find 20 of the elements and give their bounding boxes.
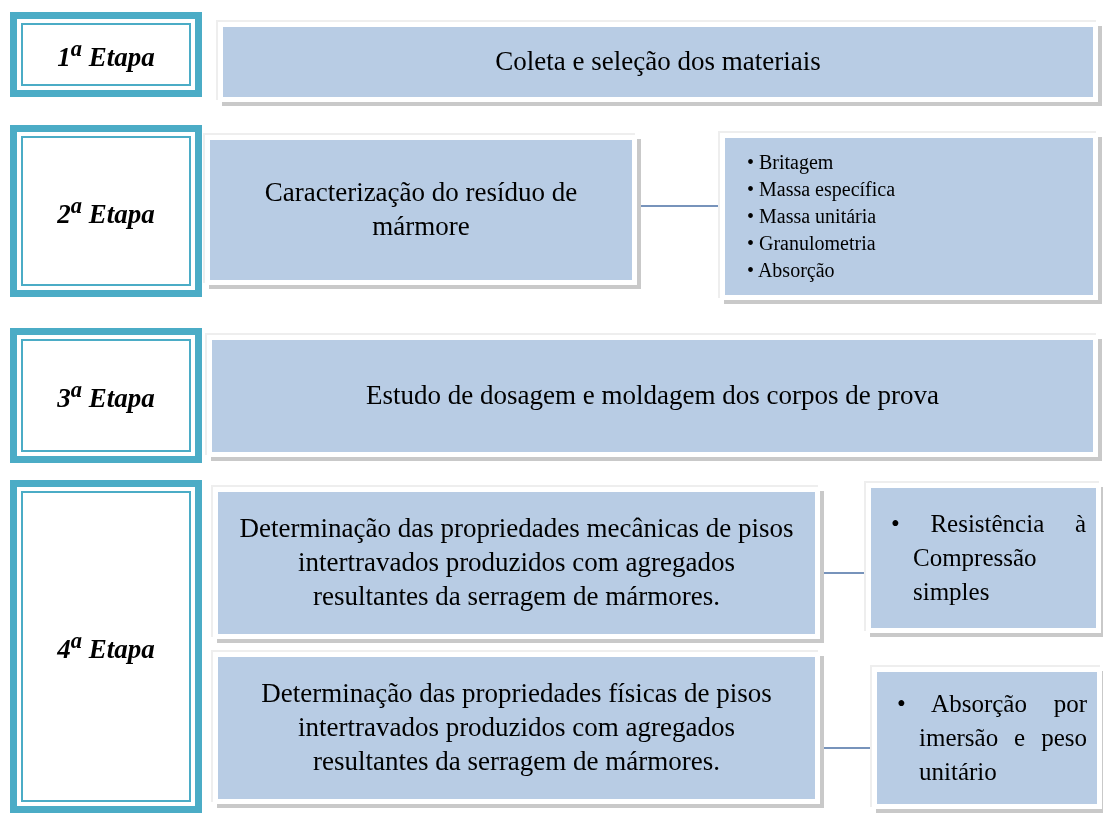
- list-item: • Absorção por imersão e peso unitário: [897, 689, 1087, 787]
- stage-label: 4$^{a}$ Etapa: [57, 628, 155, 665]
- list-item: • Granulometria: [747, 231, 877, 256]
- stage-label: 2$^{a}$ Etapa: [57, 192, 155, 230]
- step-text: Estudo de dosagem e moldagem dos corpos de prova: [366, 379, 939, 413]
- list-item: • Resistência à Compressão simples: [891, 509, 1086, 607]
- stage-label: 3$^{a}$ Etapa: [57, 377, 155, 414]
- step-text: Coleta e seleção dos materiais: [495, 45, 821, 79]
- list-item: • Massa unitária: [747, 204, 878, 229]
- step-text: Determinação das propriedades físicas de pisos intertravados produzidos com agregados resultantes da serragem de mármores.: [260, 677, 773, 778]
- stage-box: [10, 480, 202, 813]
- stage-box: [10, 12, 202, 97]
- list-item: • Absorção: [747, 258, 836, 284]
- stage-box: [10, 328, 202, 463]
- step-text: Caracterização do resíduo de mármore: [263, 176, 579, 243]
- step-text: Determinação das propriedades mecânicas de pisos intertravados produzidos com agregados resultantes da serragem de mármores.: [238, 512, 795, 613]
- list-item: • Massa específica: [747, 177, 897, 203]
- stage-label: 1$^{a}$ Etapa: [57, 36, 155, 73]
- stage-box: [10, 125, 202, 297]
- list-item: • Britagem: [747, 150, 835, 176]
